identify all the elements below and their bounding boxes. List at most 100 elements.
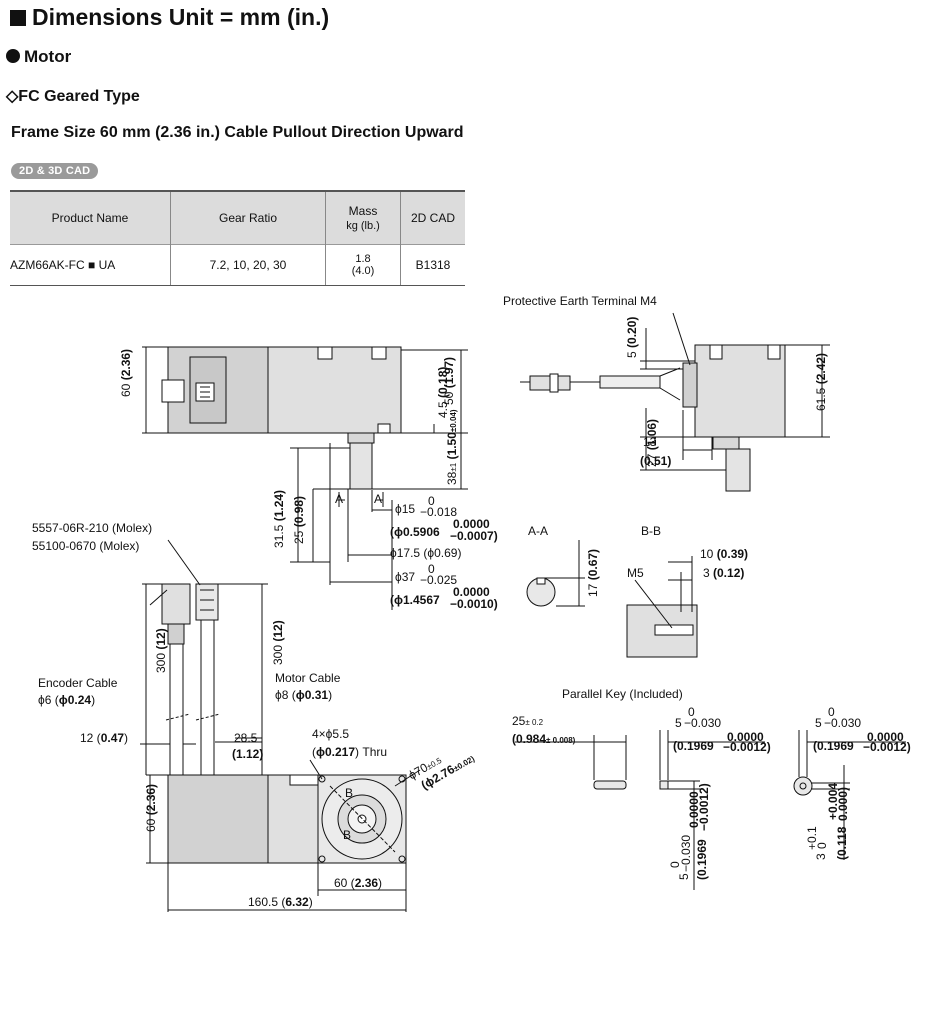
dim-60-front: 60 (2.36) bbox=[334, 876, 382, 890]
section-b-bottom: B bbox=[343, 828, 351, 842]
svg-text:3: 3 bbox=[814, 853, 828, 860]
dim-phi15: ϕ15 bbox=[395, 502, 415, 516]
svg-text:0: 0 bbox=[815, 842, 829, 849]
section-bb-label: B-B bbox=[641, 524, 661, 538]
dim-phi15-in: (ϕ0.5906 bbox=[390, 525, 440, 539]
key-3-vertical: 3 +0.1 0 (0.118 +0.004 0.000) bbox=[805, 783, 850, 860]
section-b-top: B bbox=[345, 786, 353, 800]
svg-text:−0.030: −0.030 bbox=[679, 835, 693, 872]
page-title: Dimensions Unit = mm (in.) bbox=[10, 4, 329, 31]
section-a-left: A bbox=[335, 492, 343, 506]
key-5-vertical: 5 0 −0.030 (0.1969 0.0000 −0.0012) bbox=[668, 783, 711, 880]
key-25: 25± 0.2 bbox=[512, 714, 544, 728]
dim-13-in: (0.51) bbox=[640, 454, 671, 468]
motor-cable-label: Motor Cable bbox=[275, 671, 341, 685]
molex-label-2: 55100-0670 (Molex) bbox=[32, 539, 139, 553]
encoder-cable-label: Encoder Cable bbox=[38, 676, 118, 690]
cad-badge[interactable]: 2D & 3D CAD bbox=[11, 163, 99, 179]
motor-dia: ϕ8 (ϕ0.31) bbox=[275, 688, 332, 702]
side-view-motor bbox=[161, 346, 402, 490]
dim-12: 12 (0.47) bbox=[80, 731, 128, 745]
dim-phi17-5: ϕ17.5 (ϕ0.69) bbox=[390, 546, 461, 560]
dim-300-motor: 300 (12) bbox=[271, 620, 285, 665]
dim-160-5: 160.5 (6.32) bbox=[248, 895, 313, 909]
bottom-view-motor bbox=[167, 774, 407, 864]
cell-gear: 7.2, 10, 20, 30 bbox=[170, 244, 326, 286]
dim-60-side: 60 (2.36) bbox=[119, 349, 133, 397]
holes-label: 4×ϕ5.5 bbox=[312, 727, 349, 741]
svg-text:+0.004: +0.004 bbox=[826, 783, 840, 820]
section-a-right: A bbox=[374, 492, 382, 506]
right-view-motor bbox=[520, 344, 786, 492]
svg-text:0: 0 bbox=[428, 562, 435, 576]
key-5-b-in: (0.1969 bbox=[813, 739, 854, 753]
molex-label-1: 5557-06R-210 (Molex) bbox=[32, 521, 152, 535]
dim-5: 5 (0.20) bbox=[625, 317, 639, 358]
svg-text:0: 0 bbox=[688, 705, 695, 719]
dim-31-5: 31.5 (1.24) bbox=[272, 490, 286, 548]
circle-bullet-icon bbox=[6, 49, 20, 63]
svg-text:−0.0012): −0.0012) bbox=[723, 740, 771, 754]
dim-phi37-in: (ϕ1.4567 bbox=[390, 593, 440, 607]
th-product: Product Name bbox=[10, 190, 171, 245]
th-gear: Gear Ratio bbox=[170, 190, 326, 245]
svg-text:−0.025: −0.025 bbox=[420, 573, 457, 587]
dim-13: 13 bbox=[643, 435, 657, 449]
square-bullet-icon bbox=[10, 10, 26, 26]
svg-text:0.0000: 0.0000 bbox=[687, 791, 701, 828]
dim-27: 27 (1.06) bbox=[645, 419, 659, 467]
svg-text:0.0000: 0.0000 bbox=[453, 585, 490, 599]
section-motor: Motor bbox=[6, 47, 71, 67]
dim-17: 17 (0.67) bbox=[586, 549, 600, 597]
dim-61-5: 61.5 (2.42) bbox=[814, 353, 828, 411]
dim-45: 4.5 (0.18) bbox=[436, 367, 450, 418]
th-cad: 2D CAD bbox=[400, 190, 465, 245]
svg-text:−0.0012): −0.0012) bbox=[863, 740, 911, 754]
parallel-key-label: Parallel Key (Included) bbox=[562, 687, 683, 701]
dim-60-bottom: 60 (2.36) bbox=[144, 784, 158, 832]
section-aa-label: A-A bbox=[528, 524, 548, 538]
cable-assembly bbox=[161, 583, 221, 775]
svg-text:(0.118: (0.118 bbox=[835, 826, 849, 860]
dim-38: 38±1 (1.50±0.04) bbox=[445, 409, 459, 485]
svg-text:0.0000: 0.0000 bbox=[453, 517, 490, 531]
dim-phi70: ϕ70±0.5 (ϕ2.76±0.02) bbox=[406, 754, 477, 792]
holes-in-label: (ϕ0.217) Thru bbox=[312, 745, 387, 759]
key-5-a-in: (0.1969 bbox=[673, 739, 714, 753]
dim-300-encoder: 300 (12) bbox=[154, 628, 168, 673]
dim-10: 10 (0.39) bbox=[700, 547, 748, 561]
svg-text:−0.030: −0.030 bbox=[824, 716, 861, 730]
dim-28-5-in: (1.12) bbox=[232, 747, 263, 761]
black-square-icon: ■ bbox=[88, 258, 96, 272]
frame-size-text: Frame Size 60 mm (2.36 in.) Cable Pullou… bbox=[11, 124, 464, 141]
svg-text:5: 5 bbox=[677, 873, 691, 880]
svg-text:(0.1969: (0.1969 bbox=[695, 839, 709, 880]
dim-25: 25 (0.98) bbox=[292, 496, 306, 544]
key-25-in: (0.984± 0.008) bbox=[512, 732, 576, 746]
svg-text:0.0000: 0.0000 bbox=[727, 730, 764, 744]
svg-text:+0.1: +0.1 bbox=[805, 826, 819, 850]
m5-label: M5 bbox=[627, 566, 644, 580]
dim-50: 50 (1.97) bbox=[442, 357, 456, 405]
pe-terminal-label: Protective Earth Terminal M4 bbox=[503, 294, 657, 308]
table-row: AZM66AK-FC ■ UA 7.2, 10, 20, 30 1.8(4.0)… bbox=[10, 244, 465, 286]
cell-product: AZM66AK-FC ■ UA bbox=[10, 244, 171, 286]
section-type: ◇FC Geared Type bbox=[6, 88, 140, 105]
svg-text:−0.0007): −0.0007) bbox=[450, 529, 498, 543]
dim-phi37: ϕ37 bbox=[395, 570, 415, 584]
svg-text:0.000): 0.000) bbox=[836, 787, 850, 821]
cell-cad[interactable]: B1318 bbox=[400, 244, 465, 286]
cell-mass: 1.8(4.0) bbox=[325, 244, 401, 286]
key-5-a: 5 bbox=[675, 716, 682, 730]
svg-text:0.0000: 0.0000 bbox=[867, 730, 904, 744]
svg-text:−0.030: −0.030 bbox=[684, 716, 721, 730]
dim-3: 3 (0.12) bbox=[703, 566, 744, 580]
svg-text:−0.0010): −0.0010) bbox=[450, 597, 498, 611]
svg-text:0: 0 bbox=[668, 861, 682, 868]
svg-text:0: 0 bbox=[428, 494, 435, 508]
svg-text:0: 0 bbox=[828, 705, 835, 719]
